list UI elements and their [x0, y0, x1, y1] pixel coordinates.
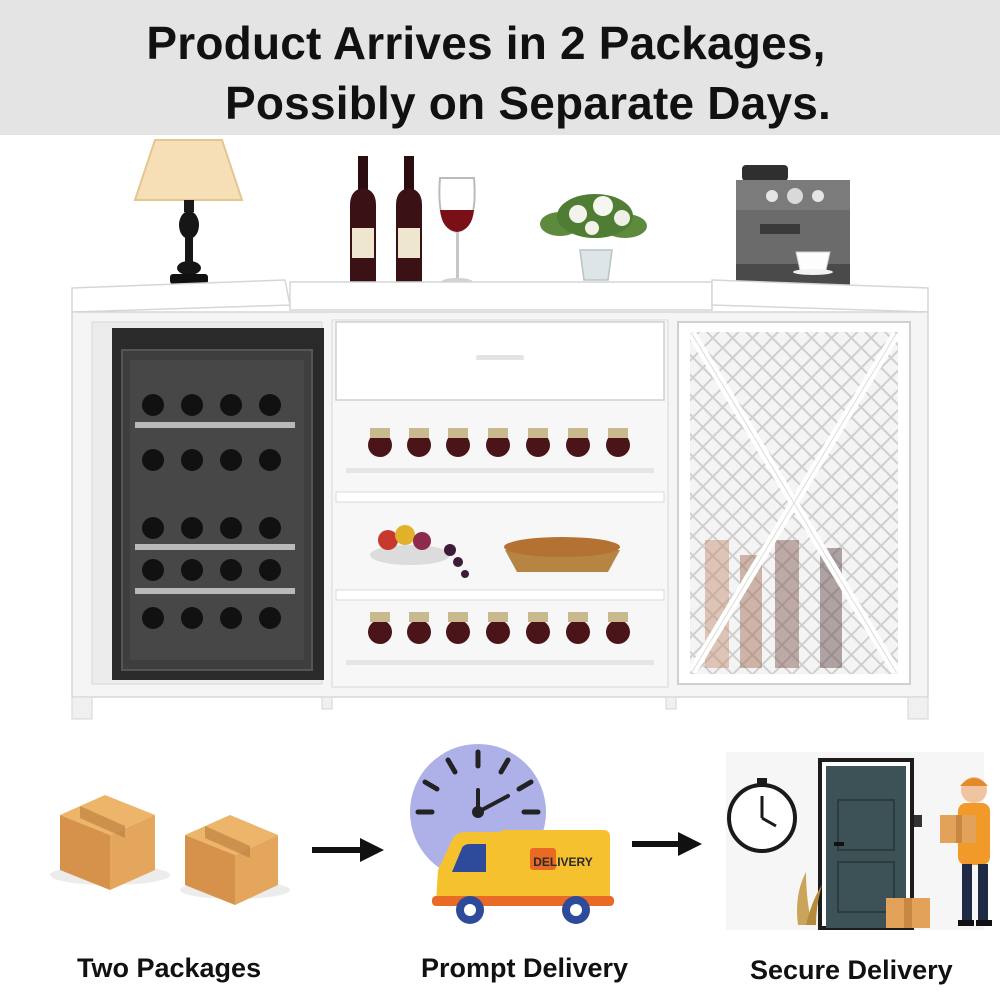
arrow-right-icon — [632, 832, 702, 856]
step-caption-prompt-delivery: Prompt Delivery — [421, 953, 629, 983]
cabinet-drawer — [335, 321, 665, 401]
wine-rack-upper — [346, 428, 654, 473]
wine-glass — [438, 177, 476, 286]
mesh-door — [677, 321, 911, 685]
cardboard-boxes-icon — [50, 795, 290, 905]
espresso-machine — [736, 165, 850, 290]
banner-title-line-2: Possibly on Separate Days. — [224, 77, 831, 129]
step-caption-two-packages: Two Packages — [77, 953, 262, 983]
wine-cabinet — [71, 279, 929, 720]
step-caption-secure-delivery: Secure Delivery — [750, 955, 953, 985]
wine-bottles — [350, 156, 422, 285]
truck-delivery-label: DELIVERY — [533, 855, 593, 869]
arrow-right-icon — [312, 838, 384, 862]
table-lamp — [133, 139, 244, 284]
banner-title-line-1: Product Arrives in 2 Packages, — [146, 17, 826, 69]
door-delivery-person-icon — [726, 752, 992, 930]
header-banner: Product Arrives in 2 Packages, Possibly … — [0, 0, 1000, 135]
delivery-truck-clock-icon: DELIVERY — [410, 744, 614, 924]
fruit-and-bread — [370, 525, 620, 578]
flower-vase — [540, 194, 647, 281]
wine-rack-lower — [346, 612, 654, 665]
wine-fridge — [112, 328, 324, 680]
